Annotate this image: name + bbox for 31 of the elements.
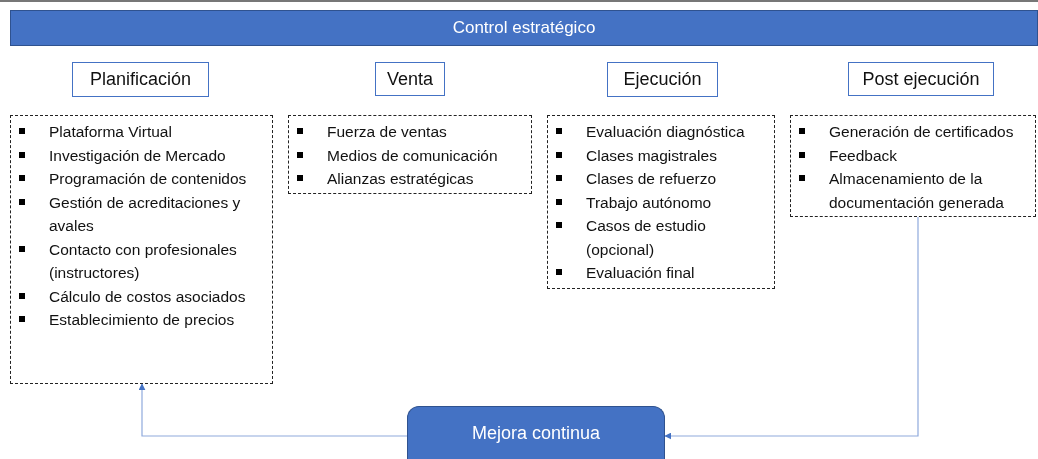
list-item: Plataforma Virtual [49,122,173,142]
list-item: Evaluación final [586,263,696,283]
list-item: Fuerza de ventas [327,122,448,142]
bullet-list-box [790,115,1036,217]
phase-label: Planificación [72,62,209,97]
list-item: Medios de comunicación [327,145,499,166]
process-box: Mejora continua [407,406,665,459]
list-item: Clases de refuerzo [586,169,718,189]
phase-label: Venta [375,62,445,96]
arrow [138,383,408,437]
list-item: Feedback [829,145,899,166]
list-item: Evaluación diagnóstica [586,122,746,142]
list-item: Casos de estudio (opcional) [586,216,707,260]
list-item: Almacenamiento de la documentación generada [829,169,1005,213]
list-item: Contacto con profesionales (instructores) [49,239,238,283]
arrow [664,216,919,440]
list-item: Gestión de acreditaciones y avales [49,192,242,236]
phase-label: Post ejecución [848,62,994,96]
bullet-list-box [547,115,775,289]
list-item: Trabajo autónomo [586,192,713,213]
bullet-list-box [288,115,532,194]
list-item: Programación de contenidos [49,169,248,189]
list-item: Establecimiento de precios [49,310,236,330]
title-band: Control estratégico [10,10,1038,46]
list-item: Alianzas estratégicas [327,169,475,189]
phase-label: Ejecución [607,62,718,97]
bullet-list-box [10,115,273,384]
list-item: Investigación de Mercado [49,145,227,166]
list-item: Generación de certificados [829,122,1015,142]
list-item: Cálculo de costos asociados [49,286,247,307]
list-item: Clases magistrales [586,145,718,166]
